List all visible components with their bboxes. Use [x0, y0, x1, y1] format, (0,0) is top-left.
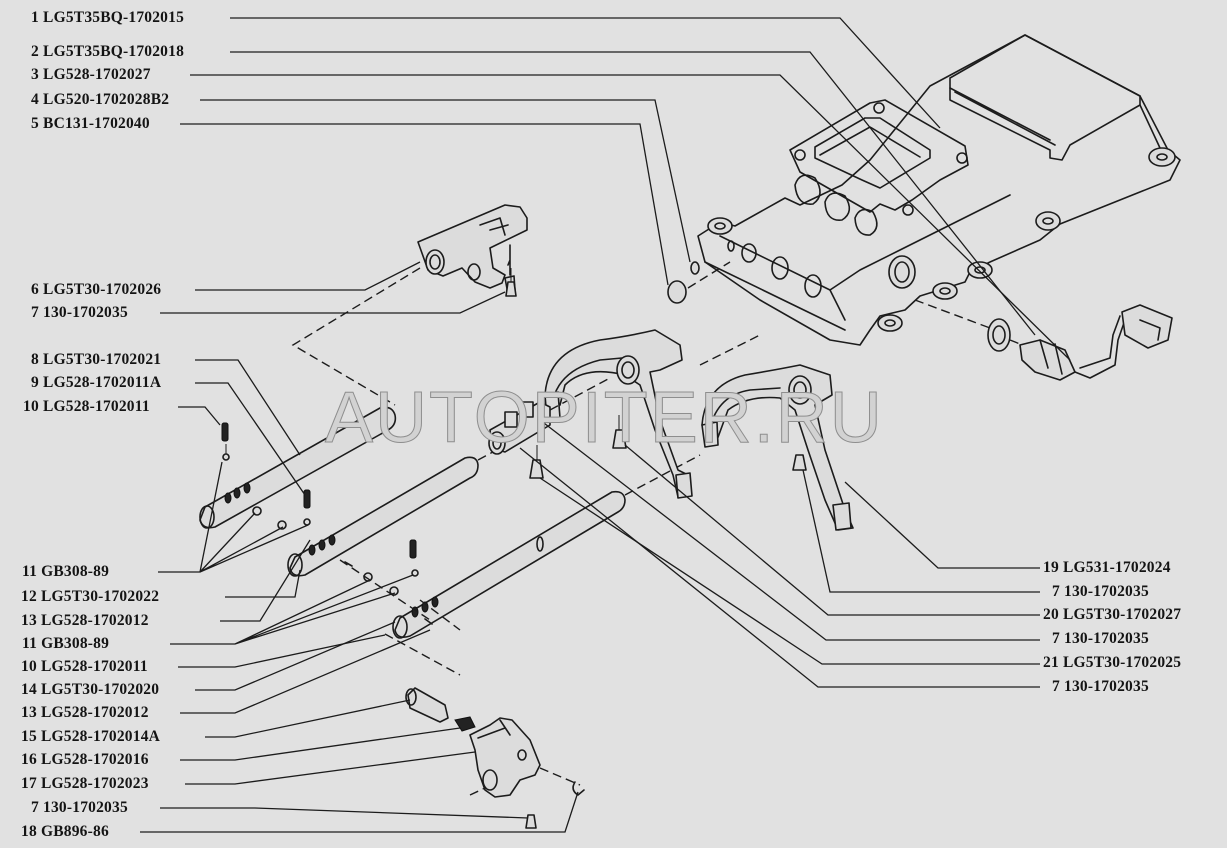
shift-fork-right	[701, 364, 854, 531]
callout-17: 17 LG528-1702023	[21, 775, 149, 792]
callout-4: 4 LG520-1702028B2	[31, 91, 170, 108]
callout-3: 3 LG528-1702027	[31, 66, 151, 83]
callout-7: 7 130-1702035	[31, 304, 128, 321]
callout-10: 10 LG528-1702011	[23, 398, 150, 415]
callout-13b: 13 LG528-1702012	[21, 704, 149, 721]
springs-and-balls	[221, 422, 461, 676]
callout-14: 14 LG5T30-1702020	[21, 681, 160, 698]
leader-lines-right	[519, 419, 1040, 688]
callout-10b: 10 LG528-1702011	[21, 658, 148, 675]
plug-and-seal	[667, 261, 731, 304]
callout-19: 19 LG531-1702024	[1043, 559, 1171, 576]
callout-21: 21 LG5T30-1702025	[1043, 654, 1182, 671]
callout-7b: 7 130-1702035	[31, 799, 128, 816]
lock-screws	[505, 268, 807, 829]
reverse-light-switch	[914, 299, 1173, 381]
callout-2: 2 LG5T35BQ-1702018	[31, 43, 185, 60]
callout-12: 12 LG5T30-1702022	[21, 588, 160, 605]
callout-20: 20 LG5T30-1702027	[1043, 606, 1182, 623]
shift-rail-bottom	[392, 454, 701, 639]
callout-16: 16 LG528-1702016	[21, 751, 149, 768]
callout-7e: 7 130-1702035	[1052, 678, 1149, 695]
callout-7d: 7 130-1702035	[1052, 630, 1149, 647]
shift-rail-top	[199, 406, 397, 529]
shift-block-with-lugs	[488, 334, 761, 455]
callout-18: 18 GB896-86	[21, 823, 109, 840]
callout-13: 13 LG528-1702012	[21, 612, 149, 629]
shift-housing-cover	[697, 34, 1181, 346]
shift-block-upper	[291, 204, 528, 406]
callout-11b: 11 GB308-89	[22, 635, 110, 652]
selector-lower	[405, 687, 585, 798]
callout-1: 1 LG5T35BQ-1702015	[31, 9, 185, 26]
callout-6: 6 LG5T30-1702026	[31, 281, 162, 298]
callout-9: 9 LG528-1702011A	[31, 374, 162, 391]
callout-5: 5 BC131-1702040	[31, 115, 150, 132]
callout-11: 11 GB308-89	[22, 563, 110, 580]
leader-lines-left	[140, 17, 1071, 833]
callout-15: 15 LG528-1702014A	[21, 728, 161, 745]
callout-8: 8 LG5T30-1702021	[31, 351, 162, 368]
watermark: AUTOPITER.RU	[325, 378, 884, 459]
callout-7c: 7 130-1702035	[1052, 583, 1149, 600]
